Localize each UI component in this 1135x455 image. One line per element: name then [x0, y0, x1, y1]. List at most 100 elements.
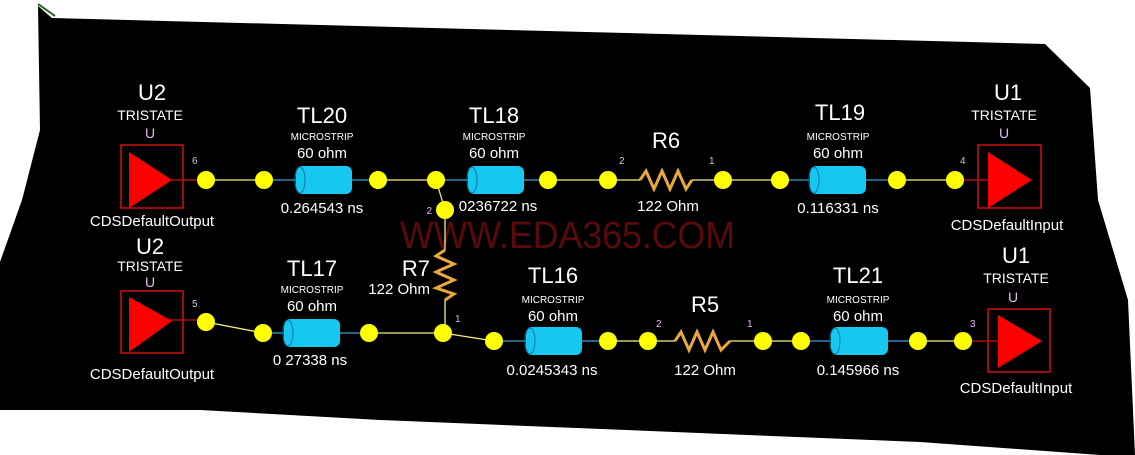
- top-u1-pin: 4: [960, 156, 966, 167]
- tl16-delay: 0.0245343 ns: [507, 362, 598, 379]
- top-u2-model: CDSDefaultOutput: [90, 213, 215, 230]
- bottom-u1-sub: U: [1008, 289, 1018, 305]
- node-dot[interactable]: [254, 324, 272, 342]
- node-dot[interactable]: [771, 171, 789, 189]
- bottom-u1-type: TRISTATE: [983, 270, 1049, 286]
- bottom-u2-driver[interactable]: U2 TRISTATE U 5 CDSDefaultOutput: [90, 234, 215, 383]
- tl16-line[interactable]: TL16 MICROSTRIP 60 ohm 0.0245343 ns: [507, 263, 598, 379]
- top-u2-sub: U: [145, 125, 155, 141]
- top-u1-receiver[interactable]: U1 TRISTATE U 4 CDSDefaultInput: [951, 80, 1064, 234]
- r5-value: 122 Ohm: [674, 362, 736, 379]
- tl17-kind: MICROSTRIP: [281, 285, 344, 296]
- tl16-impedance: 60 ohm: [528, 308, 578, 325]
- transmission-line-icon: [526, 327, 582, 355]
- r5-ref: R5: [691, 292, 719, 317]
- tl19-ref: TL19: [815, 100, 865, 125]
- r7-value: 122 Ohm: [368, 281, 430, 298]
- node-dot[interactable]: [909, 332, 927, 350]
- node-dots: [197, 171, 972, 350]
- tl18-delay: 0236722 ns: [459, 198, 537, 215]
- top-u2-box: [120, 144, 184, 209]
- bottom-u2-sub: U: [145, 274, 155, 290]
- tl19-delay: 0.116331 ns: [797, 200, 878, 217]
- node-dot[interactable]: [946, 171, 964, 189]
- buffer-triangle-icon: [998, 315, 1042, 368]
- tl18-impedance: 60 ohm: [469, 145, 519, 162]
- tl20-kind: MICROSTRIP: [291, 132, 354, 143]
- tl17-delay: 0 27338 ns: [273, 352, 347, 369]
- node-dot[interactable]: [954, 332, 972, 350]
- r5-resistor[interactable]: R5 2 1 122 Ohm: [656, 292, 753, 379]
- r6-pin-right: 1: [709, 156, 715, 167]
- resistor-icon: [673, 328, 732, 354]
- node-dot[interactable]: [792, 332, 810, 350]
- r7-pin-bottom: 1: [455, 314, 461, 325]
- tl18-line[interactable]: TL18 MICROSTRIP 60 ohm 0236722 ns: [459, 103, 537, 215]
- tl21-kind: MICROSTRIP: [827, 295, 890, 306]
- tl21-delay: 0.145966 ns: [817, 362, 900, 379]
- tl18-kind: MICROSTRIP: [463, 132, 526, 143]
- top-u1-type: TRISTATE: [971, 107, 1037, 123]
- r7-resistor[interactable]: 2 1 R7 122 Ohm: [368, 179, 461, 333]
- top-u1-ref: U1: [994, 80, 1022, 105]
- tl19-kind: MICROSTRIP: [807, 132, 870, 143]
- tl21-ref: TL21: [833, 263, 883, 288]
- r5-pin-left: 2: [656, 319, 662, 330]
- tl21-line[interactable]: TL21 MICROSTRIP 60 ohm 0.145966 ns: [817, 263, 900, 379]
- tl16-kind: MICROSTRIP: [522, 295, 585, 306]
- transmission-line-icon: [284, 319, 340, 347]
- top-u2-type: TRISTATE: [117, 107, 183, 123]
- node-dot[interactable]: [197, 313, 215, 331]
- tl19-line[interactable]: TL19 MICROSTRIP 60 ohm 0.116331 ns: [797, 100, 878, 217]
- tl18-ref: TL18: [469, 103, 519, 128]
- node-dot[interactable]: [436, 201, 454, 219]
- tl19-impedance: 60 ohm: [813, 145, 863, 162]
- transmission-line-icon: [296, 166, 352, 194]
- r6-resistor[interactable]: R6 2 1 122 Ohm: [619, 128, 715, 215]
- top-u2-driver[interactable]: U2 TRISTATE U 6 CDSDefaultOutput: [90, 80, 215, 230]
- r6-ref: R6: [652, 128, 680, 153]
- node-dot[interactable]: [369, 171, 387, 189]
- bottom-u1-receiver[interactable]: U1 TRISTATE U 3 CDSDefaultInput: [960, 243, 1073, 397]
- transmission-line-icon: [831, 327, 888, 355]
- bottom-u2-pin: 5: [192, 299, 198, 310]
- bottom-u2-ref: U2: [136, 234, 164, 259]
- r7-ref: R7: [402, 256, 430, 281]
- node-dot[interactable]: [888, 171, 906, 189]
- r6-pin-left: 2: [619, 156, 625, 167]
- node-dot[interactable]: [754, 332, 772, 350]
- tl20-impedance: 60 ohm: [297, 145, 347, 162]
- node-dot[interactable]: [639, 332, 657, 350]
- watermark: WWW.EDA365.COM: [400, 215, 735, 257]
- node-dot[interactable]: [434, 324, 452, 342]
- tl20-line[interactable]: TL20 MICROSTRIP 60 ohm 0.264543 ns: [281, 103, 364, 217]
- buffer-triangle-icon: [129, 152, 172, 208]
- transmission-line-icon: [468, 166, 524, 194]
- node-dot[interactable]: [599, 332, 617, 350]
- tl17-line[interactable]: TL17 MICROSTRIP 60 ohm 0 27338 ns: [273, 256, 347, 369]
- transmission-line-icon: [810, 166, 866, 194]
- top-u2-pin: 6: [192, 156, 198, 167]
- node-dot[interactable]: [360, 324, 378, 342]
- node-dot[interactable]: [714, 171, 732, 189]
- tl17-impedance: 60 ohm: [287, 298, 337, 315]
- bottom-u2-type: TRISTATE: [117, 258, 183, 274]
- node-dot[interactable]: [255, 171, 273, 189]
- node-dot[interactable]: [197, 171, 215, 189]
- bottom-u2-model: CDSDefaultOutput: [90, 366, 215, 383]
- green-corner-mark: [37, 3, 56, 17]
- top-u2-ref: U2: [138, 80, 166, 105]
- buffer-triangle-icon: [988, 152, 1032, 208]
- node-dot[interactable]: [427, 171, 445, 189]
- node-dot[interactable]: [485, 332, 503, 350]
- top-u1-model: CDSDefaultInput: [951, 217, 1064, 234]
- bottom-u2-box: [120, 290, 184, 354]
- r7-pin-top: 2: [426, 206, 432, 217]
- node-dot[interactable]: [599, 171, 617, 189]
- bottom-u1-pin: 3: [970, 319, 976, 330]
- resistor-icon: [431, 248, 458, 302]
- tl20-ref: TL20: [297, 103, 347, 128]
- resistor-icon: [638, 167, 694, 193]
- node-dot[interactable]: [539, 171, 557, 189]
